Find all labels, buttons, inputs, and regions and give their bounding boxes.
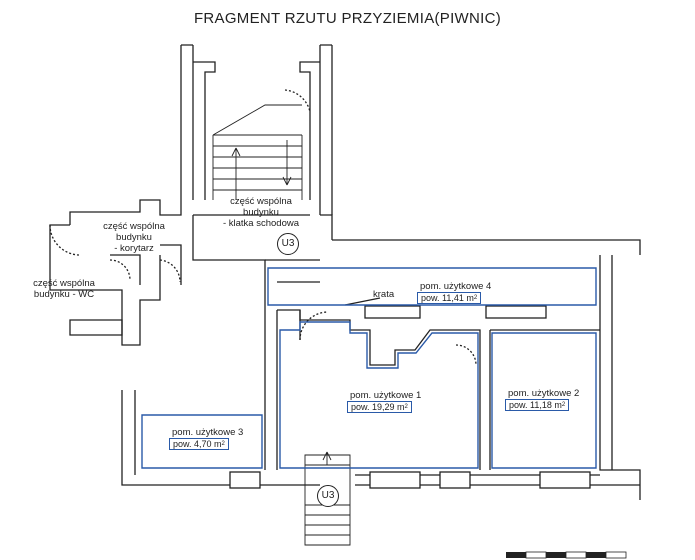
room1-door-arc <box>299 311 329 341</box>
corridor-common-line3: - korytarz <box>114 243 154 254</box>
stair-marker-bottom: U3 <box>317 485 339 507</box>
stair-common-line1: część wspólna <box>230 196 292 207</box>
room2-door-arc <box>455 344 477 366</box>
wc-walls <box>49 258 123 336</box>
room2-area: pow. 11,18 m <box>509 400 562 410</box>
corridor-common-label: część wspólna budynku - korytarz <box>96 221 172 254</box>
inner-wall-vertical-left <box>264 270 278 470</box>
stair-shaft-left-wall <box>180 44 194 200</box>
stair-landing-walls <box>265 259 320 340</box>
room4-outline <box>267 267 597 306</box>
upper-stair-steps <box>212 104 303 200</box>
room1-area: pow. 19,29 m <box>351 402 405 412</box>
room2-area-unit-sup: 2 <box>561 402 566 408</box>
stair-common-line2: budynku <box>243 207 279 218</box>
corridor-door-arc-3 <box>159 259 181 283</box>
room1-area-unit-sup: 2 <box>404 404 408 410</box>
room4-area-unit-sup: 2 <box>473 295 478 301</box>
room1-outline <box>279 321 479 469</box>
corridor-common-line1: część wspólna <box>103 221 165 232</box>
stair-marker-top: U3 <box>277 233 299 255</box>
stair-door-arc <box>284 89 311 113</box>
room4-area: pow. 11,41 m <box>421 293 474 303</box>
room1-name: pom. użytkowe 1 <box>350 390 422 401</box>
room3-outline <box>141 414 263 469</box>
room2-outline <box>491 332 597 469</box>
wc-common-line1: część wspólna <box>33 278 95 289</box>
grate-line <box>344 297 381 306</box>
corridor-door-arc-2 <box>109 259 131 281</box>
stair-common-label: część wspólna budynku - klatka schodowa <box>216 196 306 229</box>
corridor-common-line2: budynku <box>116 232 152 243</box>
room3-name: pom. użytkowe 3 <box>172 427 244 438</box>
stair-common-line3: - klatka schodowa <box>222 218 300 229</box>
window-notches <box>229 471 591 489</box>
room1-area-box: pow. 19,29 m2 <box>347 401 412 413</box>
stair-shaft-top-walls <box>193 61 320 200</box>
room4-name: pom. użytkowe 4 <box>420 281 492 292</box>
wc-common-line2: budynku - WC <box>33 289 95 300</box>
room2-area-box: pow. 11,18 m2 <box>505 399 570 411</box>
room2-name: pom. użytkowe 2 <box>508 388 580 399</box>
room3-area-unit-sup: 2 <box>221 441 225 447</box>
room3-area: pow. 4,70 m <box>173 439 222 449</box>
scale-bar <box>506 551 627 559</box>
wall-notches <box>364 305 547 319</box>
room4-area-box: pow. 11,41 m2 <box>417 292 482 304</box>
grate-label: krata <box>373 289 395 300</box>
outer-wall-right <box>599 255 641 500</box>
central-hall-walls <box>192 214 641 270</box>
room3-area-box: pow. 4,70 m2 <box>169 438 229 450</box>
wc-common-label: część wspólna budynku - WC <box>28 278 100 300</box>
corridor-door-arc <box>49 224 81 256</box>
plan-title: FRAGMENT RZUTU PRZYZIEMIA(PIWNIC) <box>193 10 502 27</box>
stair-shaft-right-wall <box>319 44 333 215</box>
